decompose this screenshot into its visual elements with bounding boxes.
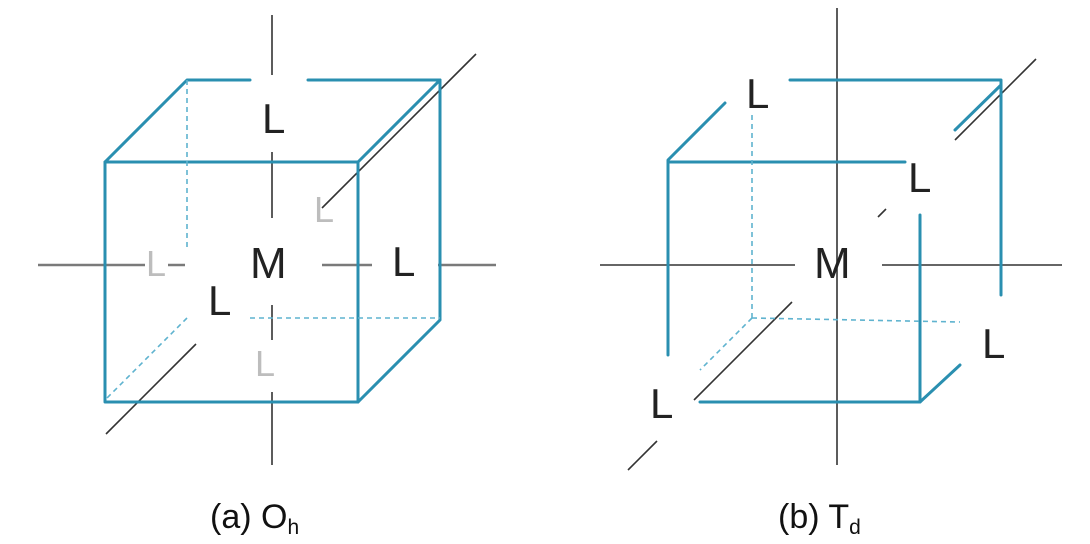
cube-hidden-bottom-b (751, 317, 961, 323)
axis-diagonal-a-upper (321, 53, 477, 209)
axis-diagonal-b-lower (693, 301, 793, 401)
ligand-label-lower-left-b: L (650, 380, 673, 427)
caption-a-subscript: h (287, 516, 299, 539)
axis-diagonal-b-upper2 (877, 208, 887, 218)
caption-b: (b) Td (778, 498, 861, 539)
ligand-label-left-a: L (146, 243, 166, 284)
axis-diagonal-b-upper (954, 58, 1037, 141)
ligand-label-right-a: L (392, 238, 415, 285)
panel-tetrahedral: L L M L L (b) Td (600, 8, 1062, 539)
axis-diagonal-a-lower (105, 343, 197, 435)
cube-top-right-edge-a (306, 78, 442, 164)
cube-hidden-diagonal-b (699, 317, 753, 371)
ligand-label-top-a: L (262, 95, 285, 142)
metal-label-b: M (814, 239, 851, 288)
cube-top-left-edge-a (103, 78, 252, 164)
cube-back-diagonal-b (953, 83, 1003, 132)
panel-octahedral: L L L M L L L (a) Oh (38, 15, 496, 539)
caption-b-prefix: (b) (778, 498, 828, 536)
caption-b-symbol: T (828, 498, 849, 536)
ligand-label-right-b: L (982, 320, 1005, 367)
ligand-label-back-a: L (314, 189, 334, 230)
caption-a-prefix: (a) (210, 498, 261, 536)
cube-back-top-b (788, 78, 1003, 297)
cube-hidden-diagonal-a (104, 317, 188, 401)
cube-front-top-left-b (666, 101, 727, 164)
ligand-label-top-b: L (746, 70, 769, 117)
ligand-label-bottom-a: L (255, 343, 275, 384)
ligand-label-upper-right-b: L (908, 154, 931, 201)
metal-label-a: M (250, 239, 287, 288)
cube-back-right-edge-a (356, 78, 442, 404)
axis-diagonal-b-bottom (627, 440, 658, 471)
caption-a: (a) Oh (210, 498, 299, 539)
ligand-label-front-a: L (208, 277, 231, 324)
caption-b-subscript: d (849, 516, 861, 539)
caption-a-symbol: O (261, 498, 287, 536)
